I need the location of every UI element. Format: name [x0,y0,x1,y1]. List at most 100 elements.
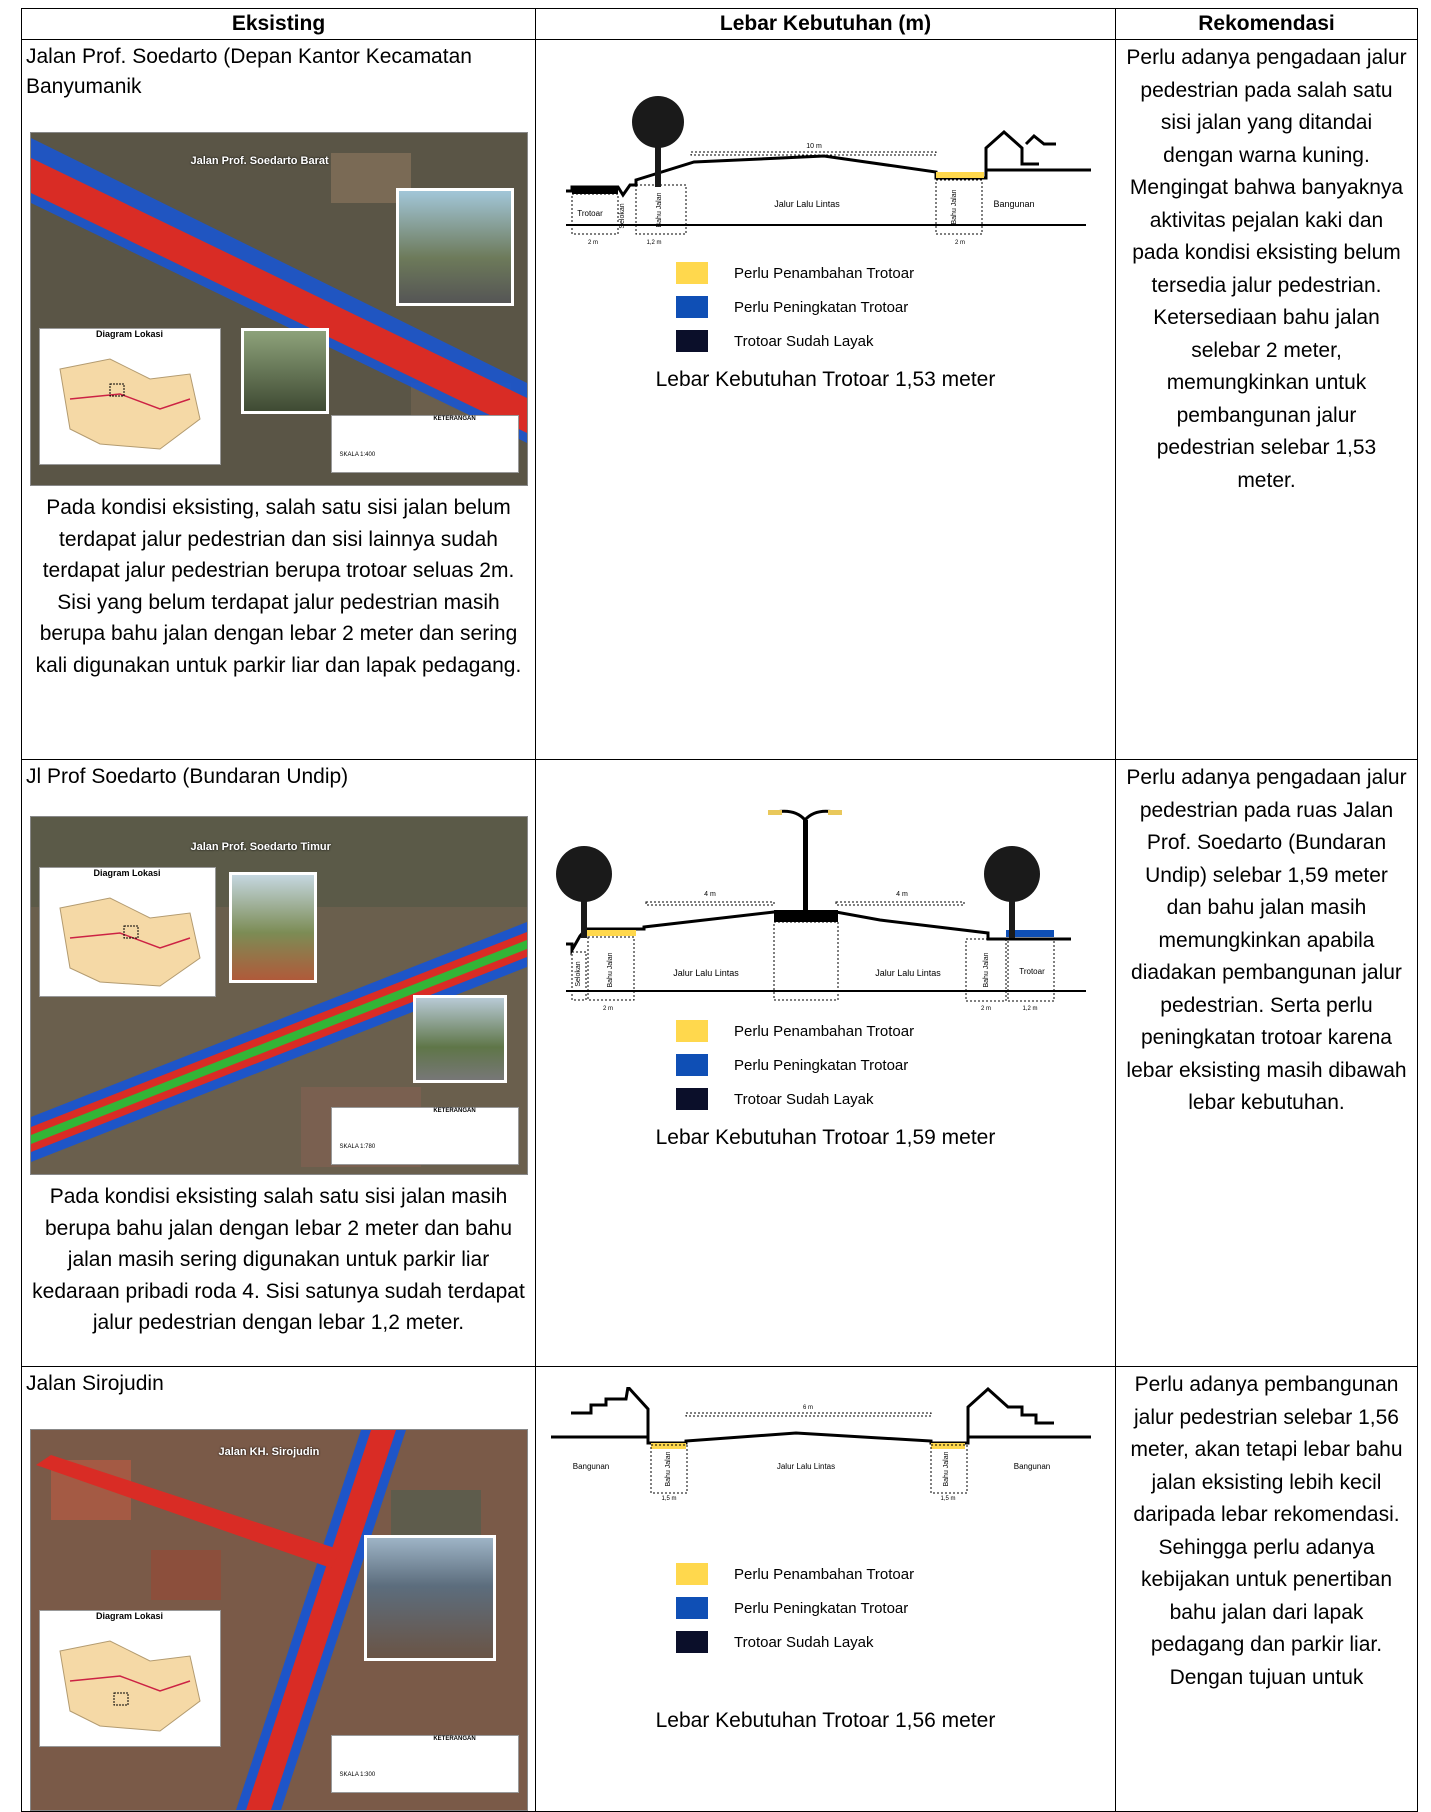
rekomendasi-cell: Perlu adanya pengadaan jalur pedestrian … [1115,759,1418,1367]
cross-section-diagram: Bangunan Bahu Jalan Jalur Lalu Lintas Ba… [551,1387,1091,1502]
legend: Perlu Penambahan Trotoar Perlu Peningkat… [536,1557,1115,1659]
legend-item-penambahan: Perlu Penambahan Trotoar [676,256,1115,290]
photo-1 [228,872,317,983]
legend-item-layak: Trotoar Sudah Layak [676,324,1115,358]
swatch-blue [676,296,708,318]
table-row: Jalan Prof. Soedarto (Depan Kantor Kecam… [21,39,1418,760]
rekomendasi-cell: Perlu adanya pembangunan jalur pedestria… [1115,1366,1418,1812]
legend-item-layak: Trotoar Sudah Layak [676,1082,1115,1116]
eksisting-cell: Jl Prof Soedarto (Bundaran Undip) Jalan … [21,759,536,1367]
eksisting-cell: Jalan Prof. Soedarto (Depan Kantor Kecam… [21,39,536,760]
location-inset: Diagram Lokasi [38,867,216,997]
rekomendasi-cell: Perlu adanya pengadaan jalur pedestrian … [1115,39,1418,760]
eksisting-description: Pada kondisi eksisting salah satu sisi j… [32,1185,525,1334]
location-title: Jalan Sirojudin [26,1372,164,1395]
legend-label: Trotoar Sudah Layak [734,332,874,350]
label-w3: 1,2 m [1022,1006,1037,1012]
map-skala: SKALA 1:400 [339,452,376,458]
cross-section-diagram: Trotoar Selokan Bahu Jalan Jalur Lalu Li… [566,96,1091,246]
map-skala: SKALA 1:780 [339,1144,376,1150]
map-title: Jalan KH. Sirojudin [218,1446,320,1458]
location-title: Jl Prof Soedarto (Bundaran Undip) [26,765,349,788]
label-bahu-right: Bahu Jalan [983,952,990,987]
legend-label: Trotoar Sudah Layak [734,1633,874,1651]
label-w2: 2 m [981,1006,991,1012]
location-inset: Diagram Lokasi [38,328,221,465]
legend-label: Perlu Penambahan Trotoar [734,264,915,282]
legend-label: Perlu Peningkatan Trotoar [734,298,909,316]
photo-2 [240,328,329,414]
label-bahu-right: Bahu Jalan [943,1451,950,1486]
swatch-navy [676,1631,708,1653]
legend-item-peningkatan: Perlu Peningkatan Trotoar [676,290,1115,324]
label-bangunan-left: Bangunan [573,1462,609,1471]
location-map: Jalan Prof. Soedarto Barat Diagram Lokas… [29,132,528,486]
header-lebar: Lebar Kebutuhan (m) [535,8,1116,40]
location-map: Jalan Prof. Soedarto Timur Diagram Lokas… [29,816,528,1175]
location-inset: Diagram Lokasi [38,1610,221,1747]
label-selokan: Selokan [619,203,626,228]
legend-item-peningkatan: Perlu Peningkatan Trotoar [676,1591,1115,1625]
inset-map [58,358,201,450]
inset-map [58,1640,201,1732]
label-selokan: Selokan [575,961,582,986]
legend-label: Perlu Penambahan Trotoar [734,1565,915,1583]
map-legend-box: KETERANGAN SKALA 1:780 [330,1107,519,1165]
table-row: Jalan Sirojudin Jalan KH. Sirojudin Diag… [21,1366,1418,1812]
photo-1 [395,188,514,306]
legend: Perlu Penambahan Trotoar Perlu Peningkat… [536,256,1115,358]
label-bahu-left: Bahu Jalan [607,952,614,987]
location-map: Jalan KH. Sirojudin Diagram Lokasi KETER… [29,1429,528,1811]
map-keterangan: KETERANGAN [433,1736,476,1742]
label-trotoar: Trotoar [1019,967,1045,976]
label-bangunan-right: Bangunan [1014,1462,1050,1471]
label-bahu-left: Bahu Jalan [656,192,663,227]
inset-title: Diagram Lokasi [95,1611,164,1621]
legend-label: Trotoar Sudah Layak [734,1090,874,1108]
swatch-blue [676,1054,708,1076]
label-bangunan: Bangunan [993,199,1034,209]
map-keterangan: KETERANGAN [433,1108,476,1114]
label-jalur-left: Jalur Lalu Lintas [673,968,739,978]
location-title: Jalan Prof. Soedarto (Depan Kantor Kecam… [26,45,472,98]
swatch-navy [676,1088,708,1110]
label-w1: 1,5 m [661,1496,676,1502]
lebar-cell: Bangunan Bahu Jalan Jalur Lalu Lintas Ba… [535,1366,1116,1812]
inset-title: Diagram Lokasi [95,329,164,339]
legend-item-penambahan: Perlu Penambahan Trotoar [676,1557,1115,1591]
label-jalur: Jalur Lalu Lintas [777,1462,835,1471]
legend-item-peningkatan: Perlu Peningkatan Trotoar [676,1048,1115,1082]
map-legend-box: KETERANGAN SKALA 1:400 [330,415,519,473]
kebutuhan-text: Lebar Kebutuhan Trotoar 1,59 meter [655,1126,996,1149]
label-jalur-right: Jalur Lalu Lintas [875,968,941,978]
legend-item-layak: Trotoar Sudah Layak [676,1625,1115,1659]
label-w-left: 4 m [704,891,716,898]
lebar-cell: Selokan Bahu Jalan Jalur Lalu Lintas Jal… [535,759,1116,1367]
label-w-right: 4 m [896,891,908,898]
label-w2: 1,5 m [940,1496,955,1502]
header-row: Eksisting Lebar Kebutuhan (m) Rekomendas… [21,8,1418,40]
eksisting-description: Pada kondisi eksisting, salah satu sisi … [35,496,522,677]
legend: Perlu Penambahan Trotoar Perlu Peningkat… [536,1014,1115,1116]
label-w1: 2 m [588,240,598,246]
swatch-navy [676,330,708,352]
legend-label: Perlu Peningkatan Trotoar [734,1056,909,1074]
cross-section-diagram: Selokan Bahu Jalan Jalur Lalu Lintas Jal… [556,809,1086,1012]
kebutuhan-text: Lebar Kebutuhan Trotoar 1,53 meter [655,368,996,391]
label-w1: 2 m [603,1006,613,1012]
photo-1 [363,1535,496,1661]
legend-item-penambahan: Perlu Penambahan Trotoar [676,1014,1115,1048]
swatch-yellow [676,1563,708,1585]
header-eksisting: Eksisting [21,8,536,40]
table-row: Jl Prof Soedarto (Bundaran Undip) Jalan … [21,759,1418,1367]
map-title: Jalan Prof. Soedarto Barat [190,155,329,167]
label-bahu-right: Bahu Jalan [951,189,958,224]
kebutuhan-text: Lebar Kebutuhan Trotoar 1,56 meter [655,1709,996,1732]
header-rekomendasi: Rekomendasi [1115,8,1418,40]
map-legend-box: KETERANGAN SKALA 1:300 [330,1735,519,1793]
label-w2: 1,2 m [646,240,661,246]
inset-map [58,897,201,987]
label-bahu-left: Bahu Jalan [665,1451,672,1486]
swatch-yellow [676,262,708,284]
label-w3: 2 m [955,240,965,246]
